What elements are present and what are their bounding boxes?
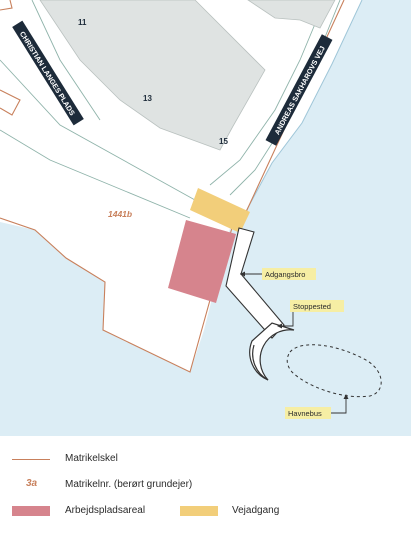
- svg-text:Adgangsbro: Adgangsbro: [265, 270, 305, 279]
- site-map: CHRISTIAN LANGES PLADS ANDREAS SAKHAROVS…: [0, 0, 411, 436]
- work-area: [168, 220, 236, 303]
- building-number-13: 13: [143, 94, 152, 103]
- harbour-edge: [243, 0, 363, 216]
- callout-stoppested: Stoppested: [277, 300, 344, 329]
- parcel-number-swatch: 3a: [26, 478, 38, 489]
- building-number-11: 11: [78, 18, 87, 27]
- building-block-north: [247, 0, 336, 29]
- parcel-number-label: 1441b: [108, 209, 132, 219]
- access-bridge: [225, 227, 285, 339]
- legend-parcel-border-label: Matrikelskel: [65, 453, 118, 464]
- legend-work-area-label: Arbejdspladsareal: [65, 505, 146, 516]
- building-block-main: [39, 0, 266, 151]
- legend-parcel-number-label: Matrikelnr. (berørt grundejer): [65, 479, 193, 490]
- callout-havnebus: Havnebus: [285, 394, 349, 419]
- legend-row-parcel-border: Matrikelskel: [0, 451, 411, 469]
- harbour-bus-outline: [286, 344, 382, 398]
- legend-row-parcel-number: 3a Matrikelnr. (berørt grundejer): [0, 477, 411, 495]
- callout-adgangsbro: Adgangsbro: [240, 268, 316, 280]
- legend-row-areas: Arbejdspladsareal Vejadgang: [0, 503, 411, 521]
- walkway-swatch: [180, 506, 218, 516]
- svg-text:Havnebus: Havnebus: [288, 409, 322, 418]
- building-number-15: 15: [219, 137, 228, 146]
- land-area: [0, 0, 362, 372]
- walkway-area: [190, 188, 250, 233]
- parcel-border-swatch: [12, 459, 50, 461]
- map-legend: Matrikelskel 3a Matrikelnr. (berørt grun…: [0, 436, 411, 534]
- legend-walkway-label: Vejadgang: [232, 505, 280, 516]
- stop-platform: [249, 322, 295, 381]
- work-area-swatch: [12, 506, 50, 516]
- svg-text:Stoppested: Stoppested: [293, 302, 331, 311]
